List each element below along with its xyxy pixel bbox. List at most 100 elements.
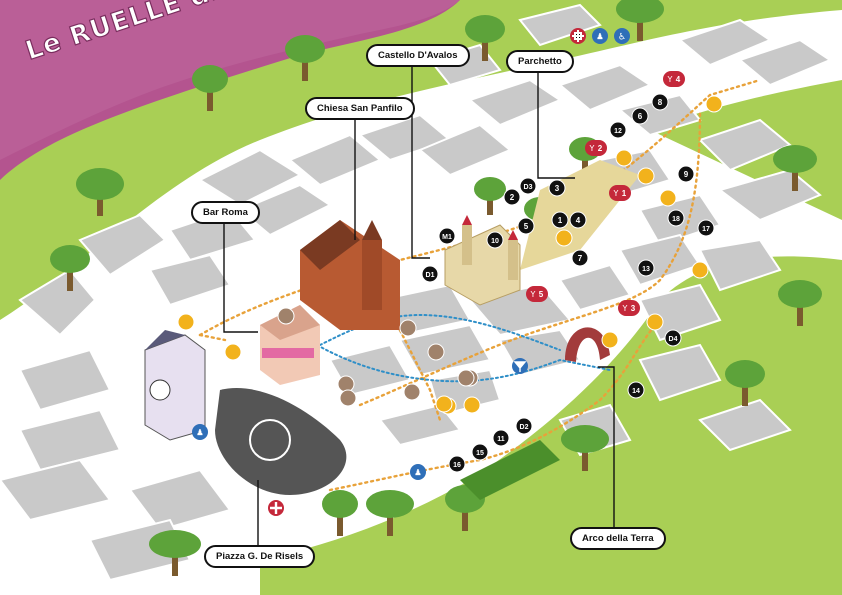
marker-16: 16 — [448, 455, 466, 473]
marker-6: 6 — [631, 107, 649, 125]
marker-d4: D4 — [664, 329, 682, 347]
beer-icon — [659, 189, 677, 207]
shoe-icon — [403, 383, 421, 401]
marker-label: 5 — [524, 222, 529, 231]
marker-label: 1 — [558, 216, 563, 225]
misc-icons: ♟ ♟ ♟ ♿ — [177, 28, 723, 516]
marker-8: 8 — [651, 93, 669, 111]
cocktail-icon — [512, 358, 528, 374]
beer-icon — [601, 331, 619, 349]
marker-label: D3 — [524, 184, 533, 191]
wine-icon: Y — [667, 75, 673, 84]
marker-label: 7 — [578, 254, 583, 263]
beer-icon — [705, 95, 723, 113]
garden-rows — [460, 440, 560, 500]
label-piazza: Piazza G. De Risels — [204, 545, 316, 568]
orange-route — [198, 78, 762, 492]
wc-icon: ♟ — [592, 28, 608, 44]
marker-9: 9 — [677, 165, 695, 183]
marker-label: D1 — [426, 272, 435, 279]
marker-14: 14 — [627, 381, 645, 399]
accessible-icon: ♿ — [614, 28, 630, 44]
marker-label: 4 — [576, 216, 581, 225]
wine-icon: Y — [613, 189, 619, 198]
beer-icon — [435, 395, 453, 413]
wc-icon: ♟ — [192, 424, 208, 440]
marker-label: 1 — [622, 189, 627, 198]
marker-label: 5 — [539, 290, 544, 299]
marker-label: 3 — [555, 184, 560, 193]
beer-icon — [691, 261, 709, 279]
label-castello: Castello D'Avalos — [366, 44, 470, 67]
marker-label: 17 — [702, 226, 710, 233]
first-aid-icon — [268, 500, 284, 516]
marker-d1: D1 — [421, 265, 439, 283]
shoe-icon — [277, 307, 295, 325]
marker-1: 1 — [551, 211, 569, 229]
marker-label: 16 — [453, 462, 461, 469]
church-building — [300, 220, 400, 330]
marker-4: 4 — [569, 211, 587, 229]
label-bar-roma: Bar Roma — [191, 201, 260, 224]
marker-label: 12 — [614, 128, 622, 135]
svg-text:♟: ♟ — [596, 32, 603, 41]
marker-label: 9 — [684, 170, 689, 179]
marker-label: 15 — [476, 450, 484, 457]
marker-label: M1 — [442, 234, 452, 241]
marker-label: 4 — [676, 75, 681, 84]
marker-label: 10 — [491, 238, 499, 245]
trees — [50, 0, 822, 576]
marker-label: 3 — [631, 304, 636, 313]
callout-lines — [223, 62, 615, 550]
marker-5: 5 — [517, 217, 535, 235]
marker-2: 2 — [503, 188, 521, 206]
coin-icon — [224, 343, 242, 361]
shoe-icon — [399, 319, 417, 337]
town-hall-building — [144, 330, 206, 441]
coin-icon — [463, 396, 481, 414]
sea-shade — [0, 0, 460, 160]
marker-label: 14 — [632, 388, 640, 395]
marker-3: 3 — [548, 179, 566, 197]
marker-d3: D3 — [519, 177, 537, 195]
shoe-icon — [457, 369, 475, 387]
coin-icon — [637, 167, 655, 185]
marker-label: 6 — [638, 112, 643, 121]
svg-text:♟: ♟ — [414, 468, 421, 477]
piazza-circle — [249, 419, 291, 461]
coin-icon — [646, 313, 664, 331]
label-chiesa: Chiesa San Panfilo — [305, 97, 415, 120]
building-blocks — [0, 3, 833, 582]
marker-10: 10 — [486, 231, 504, 249]
first-aid-icon — [570, 28, 586, 44]
label-parchetto: Parchetto — [506, 50, 574, 73]
svg-text:♟: ♟ — [196, 428, 203, 437]
arco-arch — [565, 327, 610, 362]
marker-11: 11 — [492, 429, 510, 447]
wc-icon: ♟ — [410, 464, 426, 480]
marker-18: 18 — [667, 209, 685, 227]
marker-m1: M1 — [438, 227, 456, 245]
marker-label: 11 — [497, 436, 505, 443]
marker-label: 18 — [672, 216, 680, 223]
marker-label: D4 — [669, 336, 678, 343]
marker-13: 13 — [637, 259, 655, 277]
beer-icon — [615, 149, 633, 167]
shoe-icon — [337, 375, 355, 393]
shoe-icon — [427, 343, 445, 361]
marker-label: 2 — [510, 193, 515, 202]
coin-icon — [177, 313, 195, 331]
marker-label: D2 — [520, 424, 529, 431]
beer-icon — [555, 229, 573, 247]
marker-17: 17 — [697, 219, 715, 237]
shoe-icon — [339, 389, 357, 407]
wine-icon: Y — [589, 144, 595, 153]
wine-icon: Y — [530, 290, 536, 299]
blue-route — [299, 313, 611, 383]
svg-text:♿: ♿ — [618, 33, 626, 43]
